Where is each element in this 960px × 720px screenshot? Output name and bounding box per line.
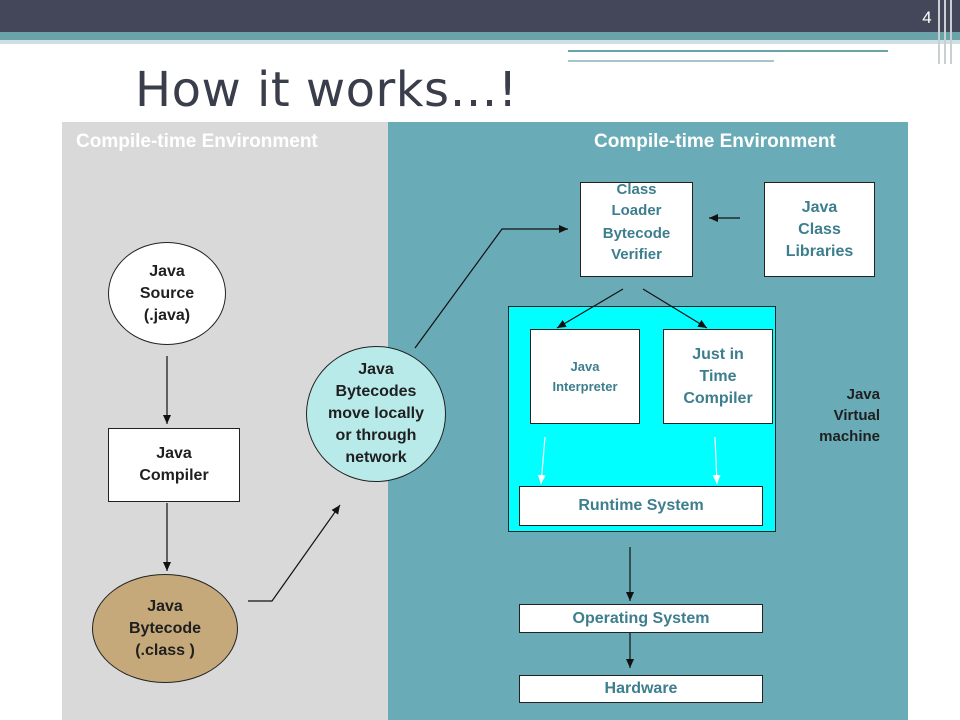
header-divider [950, 0, 952, 64]
accent-band [0, 32, 960, 40]
arrow-interpreter-to-runtime [537, 436, 546, 485]
java-compiler-node: Java Compiler [108, 428, 240, 502]
bytecode-verifier-label: Bytecode Verifier [602, 225, 671, 263]
runtime-system-node: Runtime System [519, 486, 763, 526]
arrow-verifier-to-jit [642, 288, 708, 329]
header-divider [938, 0, 940, 64]
java-interpreter-node: Java Interpreter [530, 329, 640, 424]
jvm-label: Java Virtual machine [819, 386, 880, 445]
left-panel-header: Compile-time Environment [76, 131, 318, 152]
arrow-network-to-loader [414, 225, 568, 349]
java-bytecode-node: Java Bytecode (.class ) [92, 574, 238, 683]
hardware-node: Hardware [519, 675, 763, 703]
arrow-bytecode-to-network [248, 504, 341, 602]
class-loader-label: Class Loader [611, 181, 662, 219]
top-bar [0, 0, 960, 32]
header-white-strip [568, 44, 960, 64]
page-number: 4 [922, 8, 932, 27]
header-rule [568, 50, 888, 52]
header-rule-thin [568, 60, 774, 62]
header-divider [944, 0, 946, 64]
java-source-node: Java Source (.java) [108, 242, 226, 345]
right-panel-header: Compile-time Environment [594, 131, 836, 152]
java-class-libraries-node: Java Class Libraries [764, 182, 875, 277]
operating-system-node: Operating System [519, 604, 763, 633]
accent-band-light [0, 40, 960, 44]
arrow-jit-to-runtime [712, 436, 721, 485]
jit-compiler-node: Just in Time Compiler [663, 329, 773, 424]
bytecodes-move-node: Java Bytecodes move locally or through n… [306, 346, 446, 482]
slide-title: How it works…! [135, 62, 518, 118]
arrow-verifier-to-interpreter [556, 288, 624, 329]
class-loader-node: Class Loader Bytecode Verifier [580, 181, 693, 277]
